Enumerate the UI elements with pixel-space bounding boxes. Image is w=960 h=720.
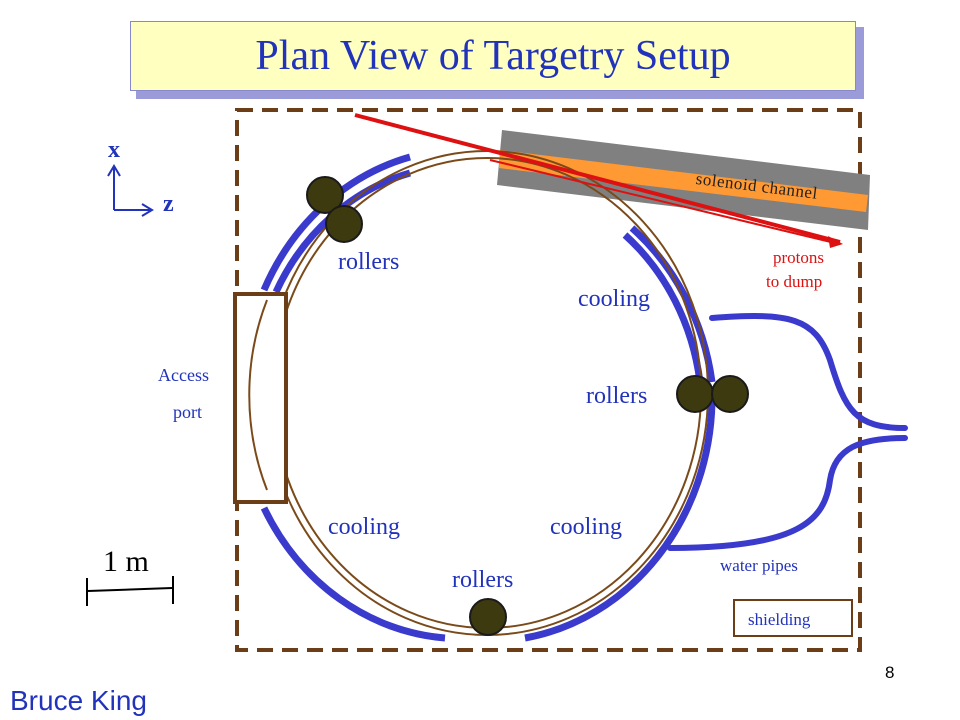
author-footer: Bruce King (10, 685, 147, 716)
cooling-label-bottom-right: cooling (550, 514, 622, 540)
cooling-arc-bottom-right (524, 401, 716, 642)
water-pipe-lower (667, 435, 908, 551)
title-box: Plan View of Targetry Setup (130, 21, 856, 91)
cooling-arc-right (629, 225, 716, 383)
roller-bottom (469, 598, 507, 636)
roller-top-2 (325, 205, 363, 243)
scale-bar-line (87, 587, 173, 592)
rollers-label-top: rollers (338, 249, 400, 275)
scale-label: 1 m (103, 545, 149, 578)
access-port-label-line1: Access (158, 365, 209, 385)
z-axis-arrowhead (141, 203, 154, 217)
protons-label-line2: to dump (766, 272, 823, 291)
water-pipes-label: water pipes (720, 556, 798, 575)
cooling-label-bottom-left: cooling (328, 514, 400, 540)
protons-label-line1: protons (773, 248, 824, 267)
rollers-label-bottom: rollers (452, 567, 514, 593)
rollers-label-right: rollers (586, 383, 648, 409)
shielding-label-box (733, 599, 853, 637)
x-axis-label: x (108, 137, 120, 163)
water-pipe-upper (709, 313, 908, 431)
page-title: Plan View of Targetry Setup (255, 33, 731, 79)
shielding-label: shielding (748, 610, 811, 629)
proton-arrowhead (828, 236, 843, 248)
access-port-label-line2: port (173, 402, 202, 422)
ring-through-access-port (248, 299, 268, 491)
water-pipes (667, 313, 908, 551)
coordinate-axes (107, 164, 154, 217)
page-number: 8 (885, 663, 895, 682)
x-axis-arrowhead (107, 164, 121, 177)
cooling-arc-bottom-left (260, 506, 446, 642)
proton-beam-line (354, 113, 841, 244)
rollers (306, 176, 749, 636)
cooling-label-top-right: cooling (578, 286, 650, 312)
roller-right-2 (711, 375, 749, 413)
proton-beam-thin (489, 159, 836, 244)
scale-bar (86, 576, 174, 606)
solenoid-channel-orange (499, 150, 868, 212)
cooling-arc-right-inner (622, 232, 704, 383)
roller-top-1 (306, 176, 344, 214)
z-axis-label: z (163, 191, 174, 217)
roller-right-1 (676, 375, 714, 413)
access-port (233, 292, 288, 504)
